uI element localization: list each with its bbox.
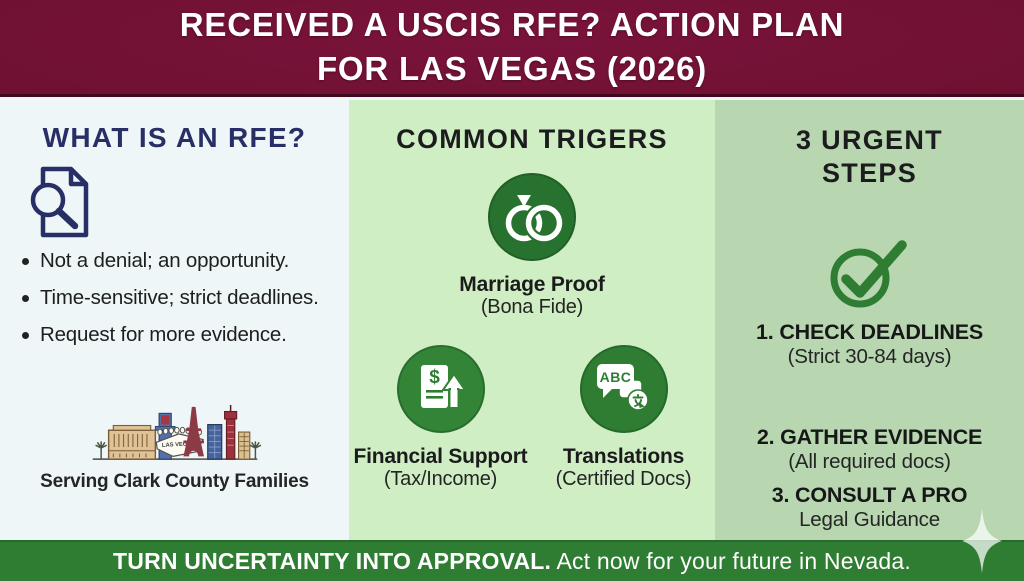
svg-text:ABC: ABC (599, 369, 631, 385)
rfe-section-title: WHAT IS AN RFE? (42, 122, 307, 153)
step-gather-evidence: 2. GATHER EVIDENCE (All required docs) (715, 425, 1024, 474)
triggers-section-title: COMMON TRIGERS (396, 124, 668, 154)
trigger-label: Translations (562, 445, 685, 468)
header-banner: RECEIVED A USCIS RFE? ACTION PLAN FOR LA… (0, 0, 1024, 97)
steps-title-line1: 3 URGENT (796, 125, 943, 155)
trigger-label: Financial Support (353, 445, 528, 468)
footer-cta-bold: TURN UNCERTAINTY INTO APPROVAL. (113, 548, 552, 574)
footer-cta-regular: Act now for your future in Nevada. (551, 548, 911, 574)
step-label: 3. CONSULT A PRO (771, 483, 968, 507)
triggers-row: $ Financial Support (Tax/Income) (349, 345, 715, 491)
document-search-icon (26, 164, 349, 245)
tagline: Serving Clark County Families (40, 471, 309, 492)
steps-title-line2: STEPS (821, 158, 918, 188)
footer-banner: TURN UNCERTAINTY INTO APPROVAL. Act now … (0, 540, 1024, 581)
rfe-bullet-3: Request for more evidence. (22, 323, 349, 347)
step-consult-a-pro: 3. CONSULT A PRO Legal Guidance (715, 483, 1024, 532)
trigger-financial-support: $ Financial Support (Tax/Income) (349, 345, 532, 491)
financial-document-icon: $ (396, 345, 485, 433)
welcome-sign-text: LAS VEGAS (161, 441, 195, 449)
rfe-bullet-2: Time-sensitive; strict deadlines. (22, 286, 349, 310)
rfe-bullet-list: Not a denial; an opportunity. Time-sensi… (0, 249, 349, 347)
trigger-label: Marriage Proof (459, 273, 605, 296)
step-sublabel: (All required docs) (788, 450, 951, 473)
step-sublabel: (Strict 30-84 days) (787, 345, 952, 368)
trigger-marriage-proof: Marriage Proof (Bona Fide) (349, 173, 715, 319)
page-title-line2: FOR LAS VEGAS (2026) (316, 50, 708, 87)
svg-text:$: $ (429, 367, 440, 388)
translation-icon: ABC (579, 345, 668, 433)
column-urgent-steps: 3 URGENT STEPS 1. CHECK DEADLINES (Stric… (715, 100, 1024, 540)
step-sublabel: Legal Guidance (799, 508, 940, 531)
content-columns: WHAT IS AN RFE? Not a denial; an opportu… (0, 100, 1024, 540)
trigger-sublabel: (Bona Fide) (480, 296, 584, 318)
wedding-rings-icon (488, 173, 576, 261)
step-label: 1. CHECK DEADLINES (756, 320, 983, 344)
las-vegas-skyline-illustration: LAS VEGAS (92, 404, 261, 460)
step-check-deadlines: 1. CHECK DEADLINES (Strict 30-84 days) (715, 320, 1024, 369)
column-what-is-rfe: WHAT IS AN RFE? Not a denial; an opportu… (0, 100, 349, 540)
rfe-bullet-1: Not a denial; an opportunity. (22, 249, 349, 273)
trigger-sublabel: (Tax/Income) (383, 468, 498, 490)
page-title-line1: RECEIVED A USCIS RFE? ACTION PLAN (179, 6, 845, 43)
trigger-translations: ABC Translations (Certified Docs) (532, 345, 715, 491)
checkmark-icon (830, 240, 907, 308)
steps-section-title: 3 URGENT STEPS (715, 124, 1024, 190)
column-common-triggers: COMMON TRIGERS Marriage Proof (Bona Fide… (349, 100, 715, 540)
steps-list: 1. CHECK DEADLINES (Strict 30-84 days) 2… (715, 320, 1024, 532)
trigger-sublabel: (Certified Docs) (555, 468, 692, 490)
step-label: 2. GATHER EVIDENCE (756, 425, 983, 449)
